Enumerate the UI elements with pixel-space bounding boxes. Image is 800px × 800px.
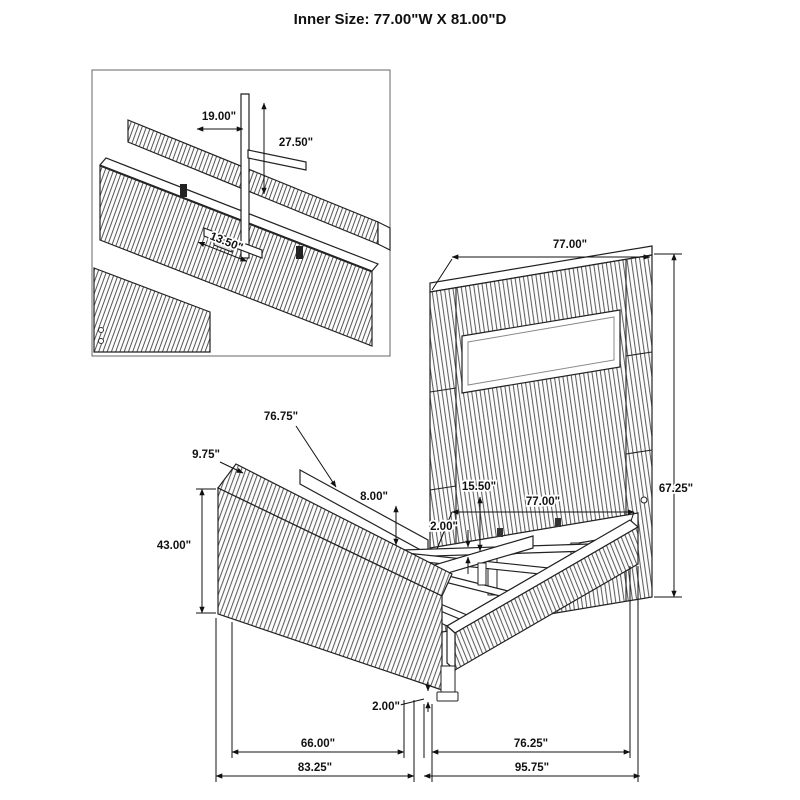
bottom-extension-lines [215, 566, 639, 782]
inset-dim-bracket-height: 27.50" [261, 102, 315, 195]
slat-bracket [497, 528, 503, 537]
dim-footboard-outer-label: 83.25" [298, 762, 332, 774]
dim-slat-gap-label: 8.00" [360, 491, 388, 503]
dim-side-rail-length-label: 76.75" [264, 411, 298, 423]
headboard-light-panel-inner [467, 316, 615, 386]
dim-footboard-height-label: 43.00" [157, 540, 191, 552]
bolt-hole [98, 338, 104, 344]
dim-footboard-inner-label: 66.00" [301, 738, 335, 750]
dim-side-inner-span: 76.25" [431, 736, 631, 755]
inset-wall-cleat [127, 119, 391, 251]
slat-bracket [555, 518, 561, 527]
dim-inner-width: 77.00" [436, 494, 635, 550]
dim-side-rail-length: 76.75" [262, 409, 337, 488]
inset-dim-bracket-offset: 19.00" [196, 109, 244, 132]
clamp [180, 184, 187, 197]
inset-dim-19-label: 19.00" [202, 111, 236, 123]
bolt-hole [98, 327, 104, 333]
dim-slat-spacing: 15.50" [460, 479, 498, 552]
dim-side-outer-span: 95.75" [423, 760, 641, 779]
dim-side-inner-label: 76.25" [514, 738, 548, 750]
dim-slat-spacing-label: 15.50" [462, 481, 496, 493]
bed-leg [436, 665, 459, 702]
dim-side-outer-label: 95.75" [515, 762, 549, 774]
bed-isometric-drawing [217, 245, 653, 702]
dim-footboard-outer-span: 83.25" [215, 760, 415, 779]
dim-headboard-width-label: 77.00" [553, 239, 587, 251]
leg-glide [436, 691, 459, 702]
inset-detail-view: 19.00" 27.50" 13.50" [91, 69, 391, 357]
headboard-light-panel [461, 309, 621, 394]
clamp [296, 246, 303, 259]
dim-slat-thickness-label: 2.00" [430, 521, 458, 533]
dim-footboard-inner-span: 66.00" [231, 736, 405, 755]
dim-headboard-height: 67.25" [654, 253, 695, 598]
dim-leg-glide-label: 2.00" [372, 701, 400, 713]
dim-slat-gap: 8.00" [358, 489, 399, 546]
dimension-annotations: 77.00" 67.25" 43.00" 9.75" 76.75" [155, 237, 695, 782]
dim-headboard-height-label: 67.25" [659, 483, 693, 495]
page-title: Inner Size: 77.00"W X 81.00"D [294, 11, 507, 28]
inset-lower-panel [93, 267, 211, 353]
dim-slat-thickness: 2.00" [428, 519, 471, 574]
dim-rail-top-width: 9.75" [190, 447, 244, 474]
dim-leg-glide: 2.00" [370, 682, 431, 715]
dim-footboard-height: 43.00" [155, 488, 216, 614]
footboard [217, 463, 453, 691]
dim-headboard-width: 77.00" [431, 237, 653, 291]
dim-rail-top-width-label: 9.75" [192, 449, 220, 461]
inset-dim-2750-label: 27.50" [279, 137, 313, 149]
dim-inner-width-label: 77.00" [526, 496, 560, 508]
right-side-rail [445, 519, 640, 672]
center-leg [477, 562, 487, 586]
power-port [640, 496, 648, 504]
